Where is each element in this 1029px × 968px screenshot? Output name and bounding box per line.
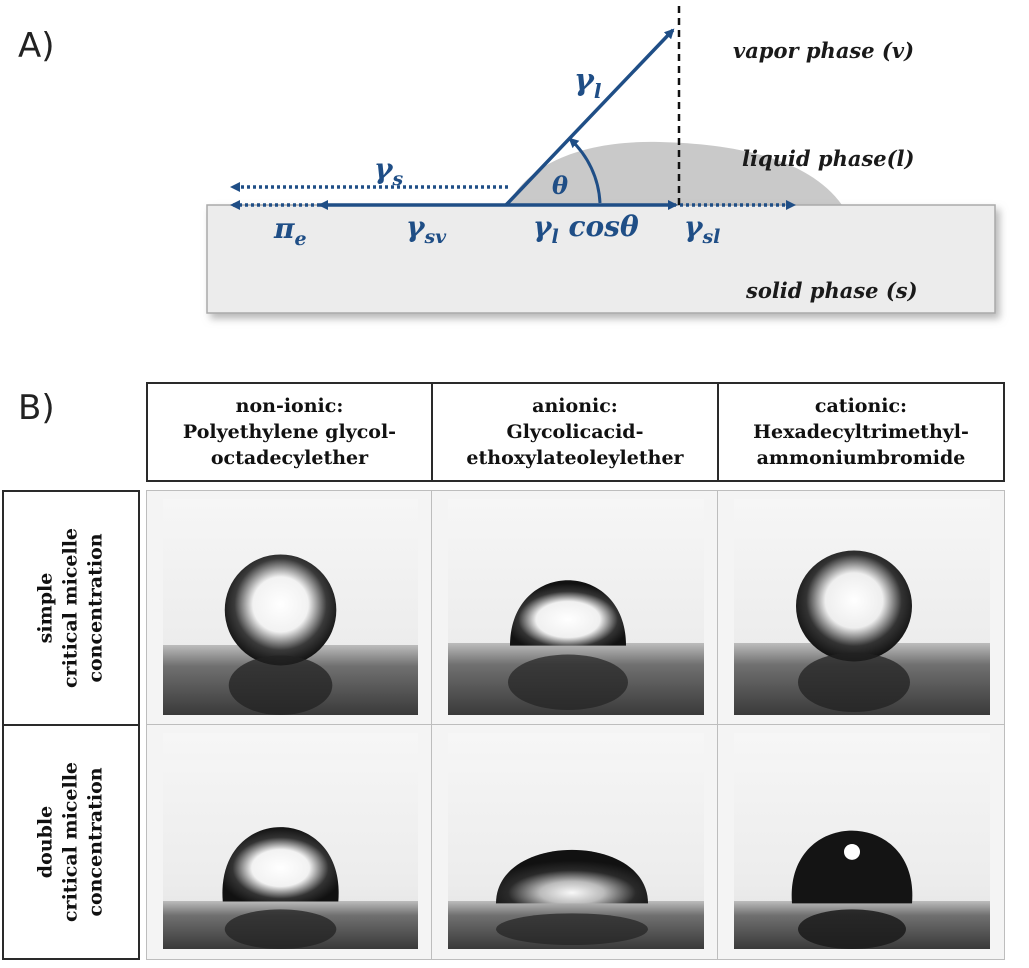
vapor-phase-label: vapor phase (v) [733, 38, 914, 63]
panel-a-label: A) [18, 26, 55, 66]
gamma-l-arrow [504, 28, 675, 207]
droplet-photo-anionic-double [431, 724, 719, 960]
solid-substrate [206, 204, 996, 314]
gamma-l-label: γl [574, 63, 602, 103]
droplet-photo-anionic-simple [431, 490, 719, 726]
droplet-photo-nonionic-double [146, 724, 433, 960]
liquid-phase-label: liquid phase(l) [742, 146, 914, 171]
gamma-s-label: γs [374, 152, 403, 190]
theta-arc [568, 137, 602, 204]
solid-phase-label: solid phase (s) [745, 278, 918, 303]
contact-angle-diagram: γl γs πe γsv γl cosθ γsl θ vapor phase (… [206, 6, 996, 314]
droplet-image-grid: non-ionic:Polyethylene glycol-octadecyle… [146, 382, 1007, 962]
panel-b-label: B) [18, 388, 55, 428]
column-header-cationic: cationic:Hexadecyltrimethyl-ammoniumbrom… [717, 382, 1005, 482]
droplet-photo-nonionic-simple [146, 490, 433, 726]
droplet-photo-cationic-simple [717, 490, 1005, 726]
droplet-photo-cationic-double [717, 724, 1005, 960]
gamma-sv-label: γsv [406, 210, 447, 248]
column-header-nonionic: non-ionic:Polyethylene glycol-octadecyle… [146, 382, 433, 482]
gamma-l-cos-label: γl cosθ [533, 210, 639, 248]
gamma-sl-label: γsl [684, 210, 720, 248]
liquid-droplet [508, 141, 842, 205]
pi-e-label: πe [273, 212, 307, 250]
column-header-anionic: anionic:Glycolicacid-ethoxylateoleylethe… [431, 382, 719, 482]
theta-label: θ [552, 171, 568, 200]
